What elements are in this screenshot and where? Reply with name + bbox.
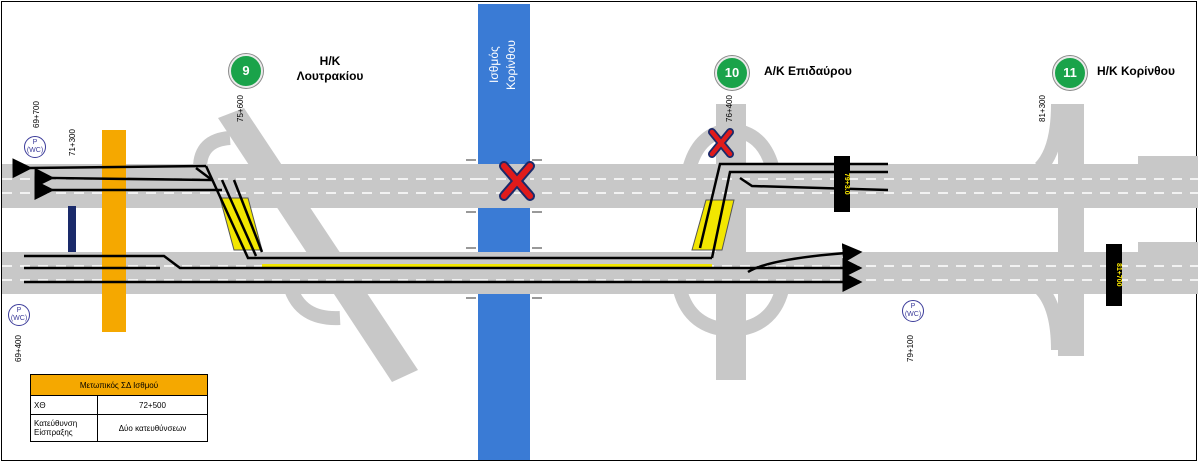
flow-west-1: [12, 158, 207, 179]
info-table-title: Μετωπικός ΣΔ Ισθμού: [30, 374, 208, 396]
closure-x-icon-bridge: [499, 161, 535, 201]
isthmus-label: Ισθμός Κορίνθου: [487, 40, 518, 90]
info-row-label: Κατεύθυνση Είσπραξης: [30, 414, 98, 442]
carriageway-lower-ext: [1138, 242, 1198, 254]
chainage-j9: 75+600: [236, 95, 245, 122]
chainage-j10: 76+400: [725, 95, 734, 122]
junction-10-name: Α/Κ Επιδαύρου: [764, 64, 852, 78]
parking-symbol: P: [910, 303, 916, 310]
chainage-j11: 81+300: [1038, 95, 1047, 122]
bridge-edges: [466, 159, 542, 299]
parking-sub: (WC): [10, 315, 28, 322]
toll-marker-lower: 81+700: [1106, 244, 1122, 306]
junction-9-name-line1: Η/Κ: [319, 54, 341, 68]
toll-gate-left: [68, 206, 76, 252]
parking-symbol: P: [32, 139, 38, 146]
junction-9-name-line2: Λουτρακίου: [296, 69, 364, 83]
toll-plaza-bar: [102, 130, 126, 332]
flow-west-2: [34, 167, 213, 188]
junction-9-badge: 9: [229, 54, 263, 88]
carriageway-upper: [2, 164, 1198, 208]
info-row-value: 72+500: [97, 395, 208, 415]
parking-icon-right: P (WC): [902, 300, 924, 322]
toll-marker-upper: 79+3.0: [834, 156, 850, 212]
highlight-strip: [262, 264, 712, 269]
junction-11-name: Η/Κ Κορίνθου: [1097, 64, 1175, 78]
chainage-left-top: 69+700: [32, 101, 41, 128]
parking-sub: (WC): [26, 147, 44, 154]
traffic-flows: [12, 158, 889, 292]
parking-icon-left-top: P (WC): [24, 136, 46, 158]
j11-crossroad: [1058, 104, 1084, 356]
junction-10-badge: 10: [715, 56, 749, 90]
info-row-label: ΧΘ: [30, 395, 98, 415]
chainage-right-parking: 79+100: [906, 335, 915, 362]
parking-symbol: P: [16, 307, 22, 314]
junction-9-name: Η/Κ Λουτρακίου: [290, 54, 370, 84]
isthmus-canal: [478, 4, 530, 460]
j11-ramp-bottom: [1034, 283, 1065, 351]
j9-ramp-loop-top: [193, 131, 231, 169]
parking-sub: (WC): [904, 311, 922, 318]
closure-x-icon-j10: [708, 128, 734, 158]
chainage-left-bottom: 69+400: [14, 335, 23, 362]
j10-loop-bottom: [673, 287, 789, 338]
junction-11-badge: 11: [1053, 56, 1087, 90]
parking-icon-left-bottom: P (WC): [8, 304, 30, 326]
carriageway-upper-ext: [1138, 156, 1198, 166]
info-table: Μετωπικός ΣΔ Ισθμού ΧΘ 72+500 Κατεύθυνση…: [30, 374, 208, 442]
chainage-left-toll: 71+300: [68, 129, 77, 156]
info-row-value: Δύο κατευθύνσεων: [97, 414, 208, 442]
